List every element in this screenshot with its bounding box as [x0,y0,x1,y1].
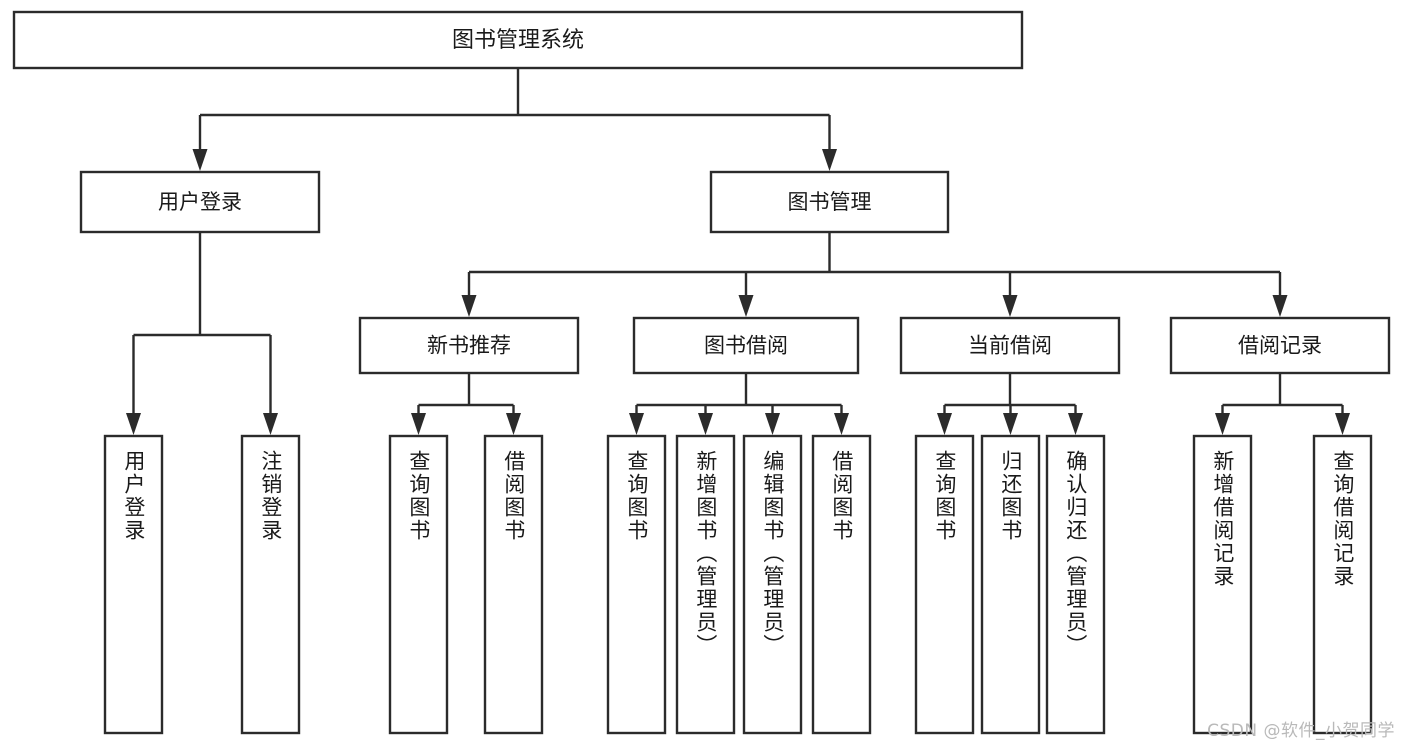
node-leaf-logout[interactable] [240,434,301,735]
node-leaf-query-book-1-rect [388,434,449,735]
new-book-rec-fanout-to-leaf-borrow-book-1-arrowhead [506,413,521,435]
node-leaf-confirm-return[interactable] [1045,434,1106,735]
node-new-book-rec-rect [358,316,580,375]
book-manage-fanout-to-new-book-rec-arrowhead [461,295,477,317]
book-manage-fanout-to-current-borrow-arrowhead [1002,295,1018,317]
node-borrow-record[interactable]: 借阅记录 [1169,316,1391,375]
book-manage-fanout-to-borrow-record-arrowhead [1272,295,1288,317]
watermark-text: CSDN @软件_小贺同学 [1207,721,1395,741]
node-root-rect [12,10,1024,70]
node-leaf-edit-book[interactable] [742,434,803,735]
node-current-borrow[interactable]: 当前借阅 [899,316,1121,375]
node-user-login[interactable]: 用户登录 [79,170,321,234]
node-leaf-edit-book-rect [742,434,803,735]
node-current-borrow-rect [899,316,1121,375]
current-borrow-fanout-to-leaf-query-book-3-arrowhead [937,413,952,435]
node-leaf-add-book[interactable] [675,434,736,735]
node-leaf-query-record-rect [1312,434,1373,735]
new-book-rec-fanout-to-leaf-query-book-1-arrowhead [411,413,426,435]
node-leaf-query-book-2[interactable] [606,434,667,735]
node-book-manage[interactable]: 图书管理 [709,170,950,234]
node-leaf-borrow-book-2-rect [811,434,872,735]
current-borrow-fanout-to-leaf-return-book-arrowhead [1003,413,1018,435]
node-new-book-rec-label: 新书推荐 [427,334,511,358]
node-leaf-query-book-3-rect [914,434,975,735]
node-book-manage-label: 图书管理 [788,190,872,214]
node-book-borrow-label: 图书借阅 [704,334,788,358]
node-leaf-logout-rect [240,434,301,735]
node-leaf-add-book-rect [675,434,736,735]
node-current-borrow-label: 当前借阅 [968,334,1052,358]
node-leaf-add-record-rect [1192,434,1253,735]
node-leaf-user-login-rect [103,434,164,735]
book-borrow-fanout-to-leaf-edit-book-arrowhead [765,413,780,435]
node-root[interactable]: 图书管理系统 [12,10,1024,70]
node-root-label: 图书管理系统 [452,28,584,53]
node-new-book-rec[interactable]: 新书推荐 [358,316,580,375]
user-login-fanout-to-leaf-user-login-arrowhead [126,413,141,435]
root-fanout-to-user-login-arrowhead [192,149,208,171]
node-leaf-query-record[interactable] [1312,434,1373,735]
node-leaf-return-book[interactable] [980,434,1041,735]
node-leaf-query-book-2-rect [606,434,667,735]
user-login-fanout-to-leaf-logout-arrowhead [263,413,278,435]
node-borrow-record-rect [1169,316,1391,375]
node-leaf-query-book-3[interactable] [914,434,975,735]
book-borrow-fanout-to-leaf-add-book-arrowhead [698,413,713,435]
node-book-manage-rect [709,170,950,234]
node-leaf-add-record[interactable] [1192,434,1253,735]
borrow-record-fanout-to-leaf-query-record-arrowhead [1335,413,1350,435]
book-borrow-fanout-to-leaf-borrow-book-2-arrowhead [834,413,849,435]
node-leaf-return-book-rect [980,434,1041,735]
node-leaf-query-book-1[interactable] [388,434,449,735]
book-borrow-fanout-to-leaf-query-book-2-arrowhead [629,413,644,435]
node-user-login-rect [79,170,321,234]
node-leaf-borrow-book-2[interactable] [811,434,872,735]
borrow-record-fanout-to-leaf-add-record-arrowhead [1215,413,1230,435]
node-leaf-confirm-return-rect [1045,434,1106,735]
node-book-borrow-rect [632,316,860,375]
node-leaf-borrow-book-1[interactable] [483,434,544,735]
node-book-borrow[interactable]: 图书借阅 [632,316,860,375]
book-manage-fanout-to-book-borrow-arrowhead [738,295,754,317]
node-borrow-record-label: 借阅记录 [1238,334,1322,358]
current-borrow-fanout-to-leaf-confirm-return-arrowhead [1068,413,1083,435]
node-leaf-user-login[interactable] [103,434,164,735]
node-user-login-label: 用户登录 [158,190,242,214]
root-fanout-to-book-manage-arrowhead [822,149,837,171]
node-leaf-borrow-book-1-rect [483,434,544,735]
